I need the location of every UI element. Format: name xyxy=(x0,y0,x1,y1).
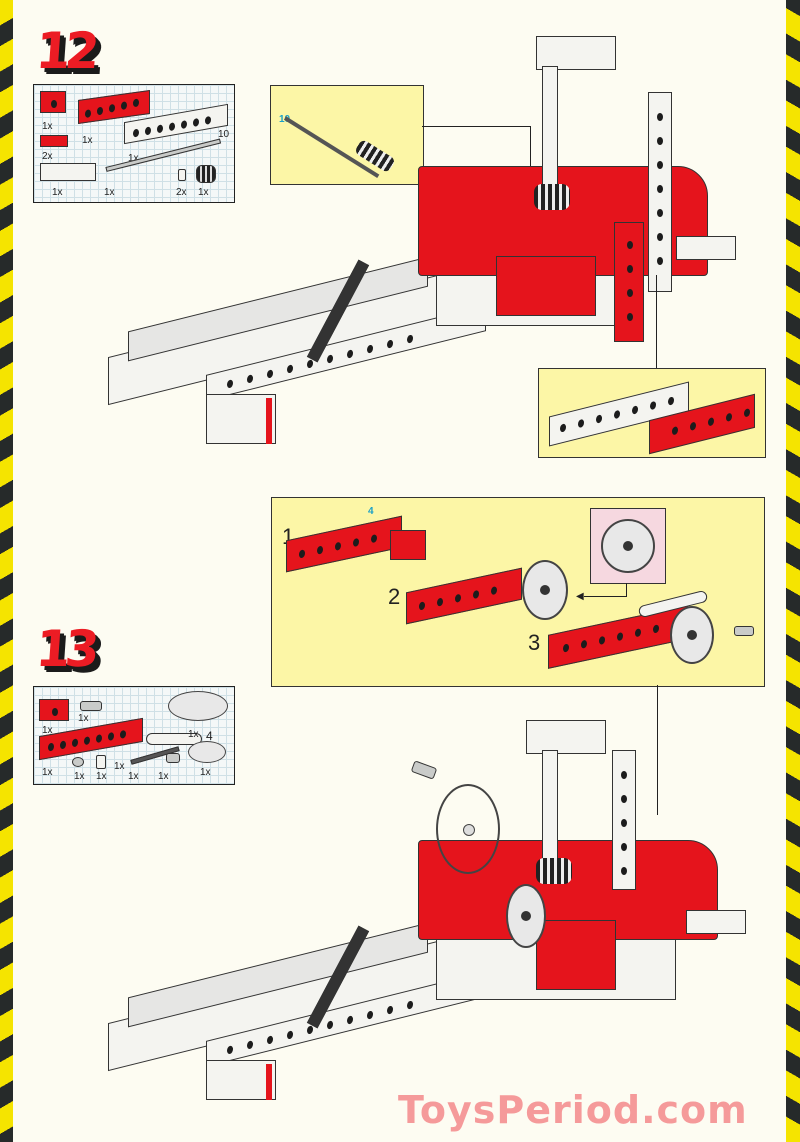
axle-length-label: 10 xyxy=(218,129,230,140)
substep-3-assembly xyxy=(548,605,688,669)
tower-left-post xyxy=(542,66,558,186)
arrow-left-icon: ◀ xyxy=(576,591,584,602)
worm-gear-icon xyxy=(536,858,572,884)
base-block xyxy=(206,1060,276,1100)
part-small-pulley-wheel xyxy=(188,741,226,763)
qty-label: 2x xyxy=(176,187,187,198)
part-white-plate-2x4 xyxy=(40,163,96,181)
callout-leader-line xyxy=(530,126,531,166)
hazard-stripe-right xyxy=(786,0,800,1142)
substep-number-2: 2 xyxy=(388,584,401,609)
side-arm xyxy=(676,236,736,260)
base-block xyxy=(206,394,276,444)
qty-label: 1x xyxy=(128,153,139,164)
qty-label: 1x xyxy=(114,761,125,772)
part-bush xyxy=(178,169,186,181)
side-arm xyxy=(686,910,746,934)
callout-leader-line xyxy=(584,596,627,597)
part-liftarm xyxy=(146,733,202,745)
callout-beams xyxy=(538,368,766,458)
part-worm-gear xyxy=(196,165,216,183)
part-bush xyxy=(96,755,106,769)
vertical-beam-white xyxy=(612,750,636,890)
part-red-brick-1x2 xyxy=(39,699,69,721)
part-large-pulley-wheel xyxy=(168,691,228,721)
callout-leader-line xyxy=(656,275,657,369)
watermark: ToysPeriod.com xyxy=(398,1088,748,1132)
model-step-13 xyxy=(106,700,746,1100)
step-number-12: 12 xyxy=(33,22,96,80)
substep-1-assembly xyxy=(286,515,402,573)
tower-left-post xyxy=(542,750,558,860)
part-connector-peg xyxy=(80,701,102,711)
callout-leader-line xyxy=(657,685,658,815)
part-red-plate-1x2 xyxy=(40,135,68,147)
red-lower-block xyxy=(536,920,616,990)
qty-label: 1x xyxy=(104,187,115,198)
step-number-13: 13 xyxy=(33,620,96,678)
qty-label: 1x xyxy=(78,713,89,724)
qty-label: 1x xyxy=(128,771,139,782)
pulley-wheel-icon xyxy=(601,519,655,573)
callout-leader-line xyxy=(626,583,627,597)
axle-length-label: 4 xyxy=(368,506,374,517)
qty-label: 1x xyxy=(42,121,53,132)
small-pulley-wheel-icon xyxy=(506,884,546,948)
callout-leader-line xyxy=(422,126,530,127)
part-connector-peg xyxy=(166,753,180,763)
red-brick-1x2 xyxy=(390,530,426,560)
pulley-wheel-icon xyxy=(670,606,714,664)
red-lower-block xyxy=(496,256,596,316)
callout-worm-axle: 10 xyxy=(270,85,424,185)
part-red-brick-1x2 xyxy=(40,91,66,113)
qty-label: 1x xyxy=(74,771,85,782)
worm-gear-icon xyxy=(534,184,570,210)
detail-inset-wheel xyxy=(590,508,666,584)
vertical-beam-red xyxy=(614,222,644,342)
qty-label: 1x xyxy=(82,135,93,146)
pulley-wheel-icon xyxy=(522,560,568,620)
qty-label: 1x xyxy=(188,729,199,740)
substep-number-3: 3 xyxy=(528,630,541,655)
axle-length-label: 4 xyxy=(206,729,213,743)
connector-peg-icon xyxy=(734,626,754,636)
qty-label: 1x xyxy=(96,771,107,782)
qty-label: 2x xyxy=(42,151,53,162)
qty-label: 1x xyxy=(42,767,53,778)
parts-list-step-13: 1x 1x 1x 1x 1x 1x 4 1x 1x 1x 1x xyxy=(33,686,235,785)
model-step-12 xyxy=(106,36,736,456)
red-edge xyxy=(266,1064,272,1100)
callout-substeps: 1 4 2 ◀ 3 xyxy=(271,497,765,687)
qty-label: 1x xyxy=(158,771,169,782)
red-edge xyxy=(266,398,272,444)
connector-peg-icon xyxy=(410,760,438,780)
parts-list-step-12: 1x 1x 2x 10 1x 1x 1x 2x 1x xyxy=(33,84,235,203)
qty-label: 1x xyxy=(200,767,211,778)
tower-top xyxy=(526,720,606,754)
qty-label: 1x xyxy=(198,187,209,198)
qty-label: 1x xyxy=(52,187,63,198)
large-pulley-wheel-icon xyxy=(436,784,500,874)
part-small-gear xyxy=(72,757,84,767)
qty-label: 1x xyxy=(42,725,53,736)
substep-2-assembly xyxy=(406,567,522,625)
vertical-beam-white xyxy=(648,92,672,292)
tower-top xyxy=(536,36,616,70)
hazard-stripe-left xyxy=(0,0,13,1142)
